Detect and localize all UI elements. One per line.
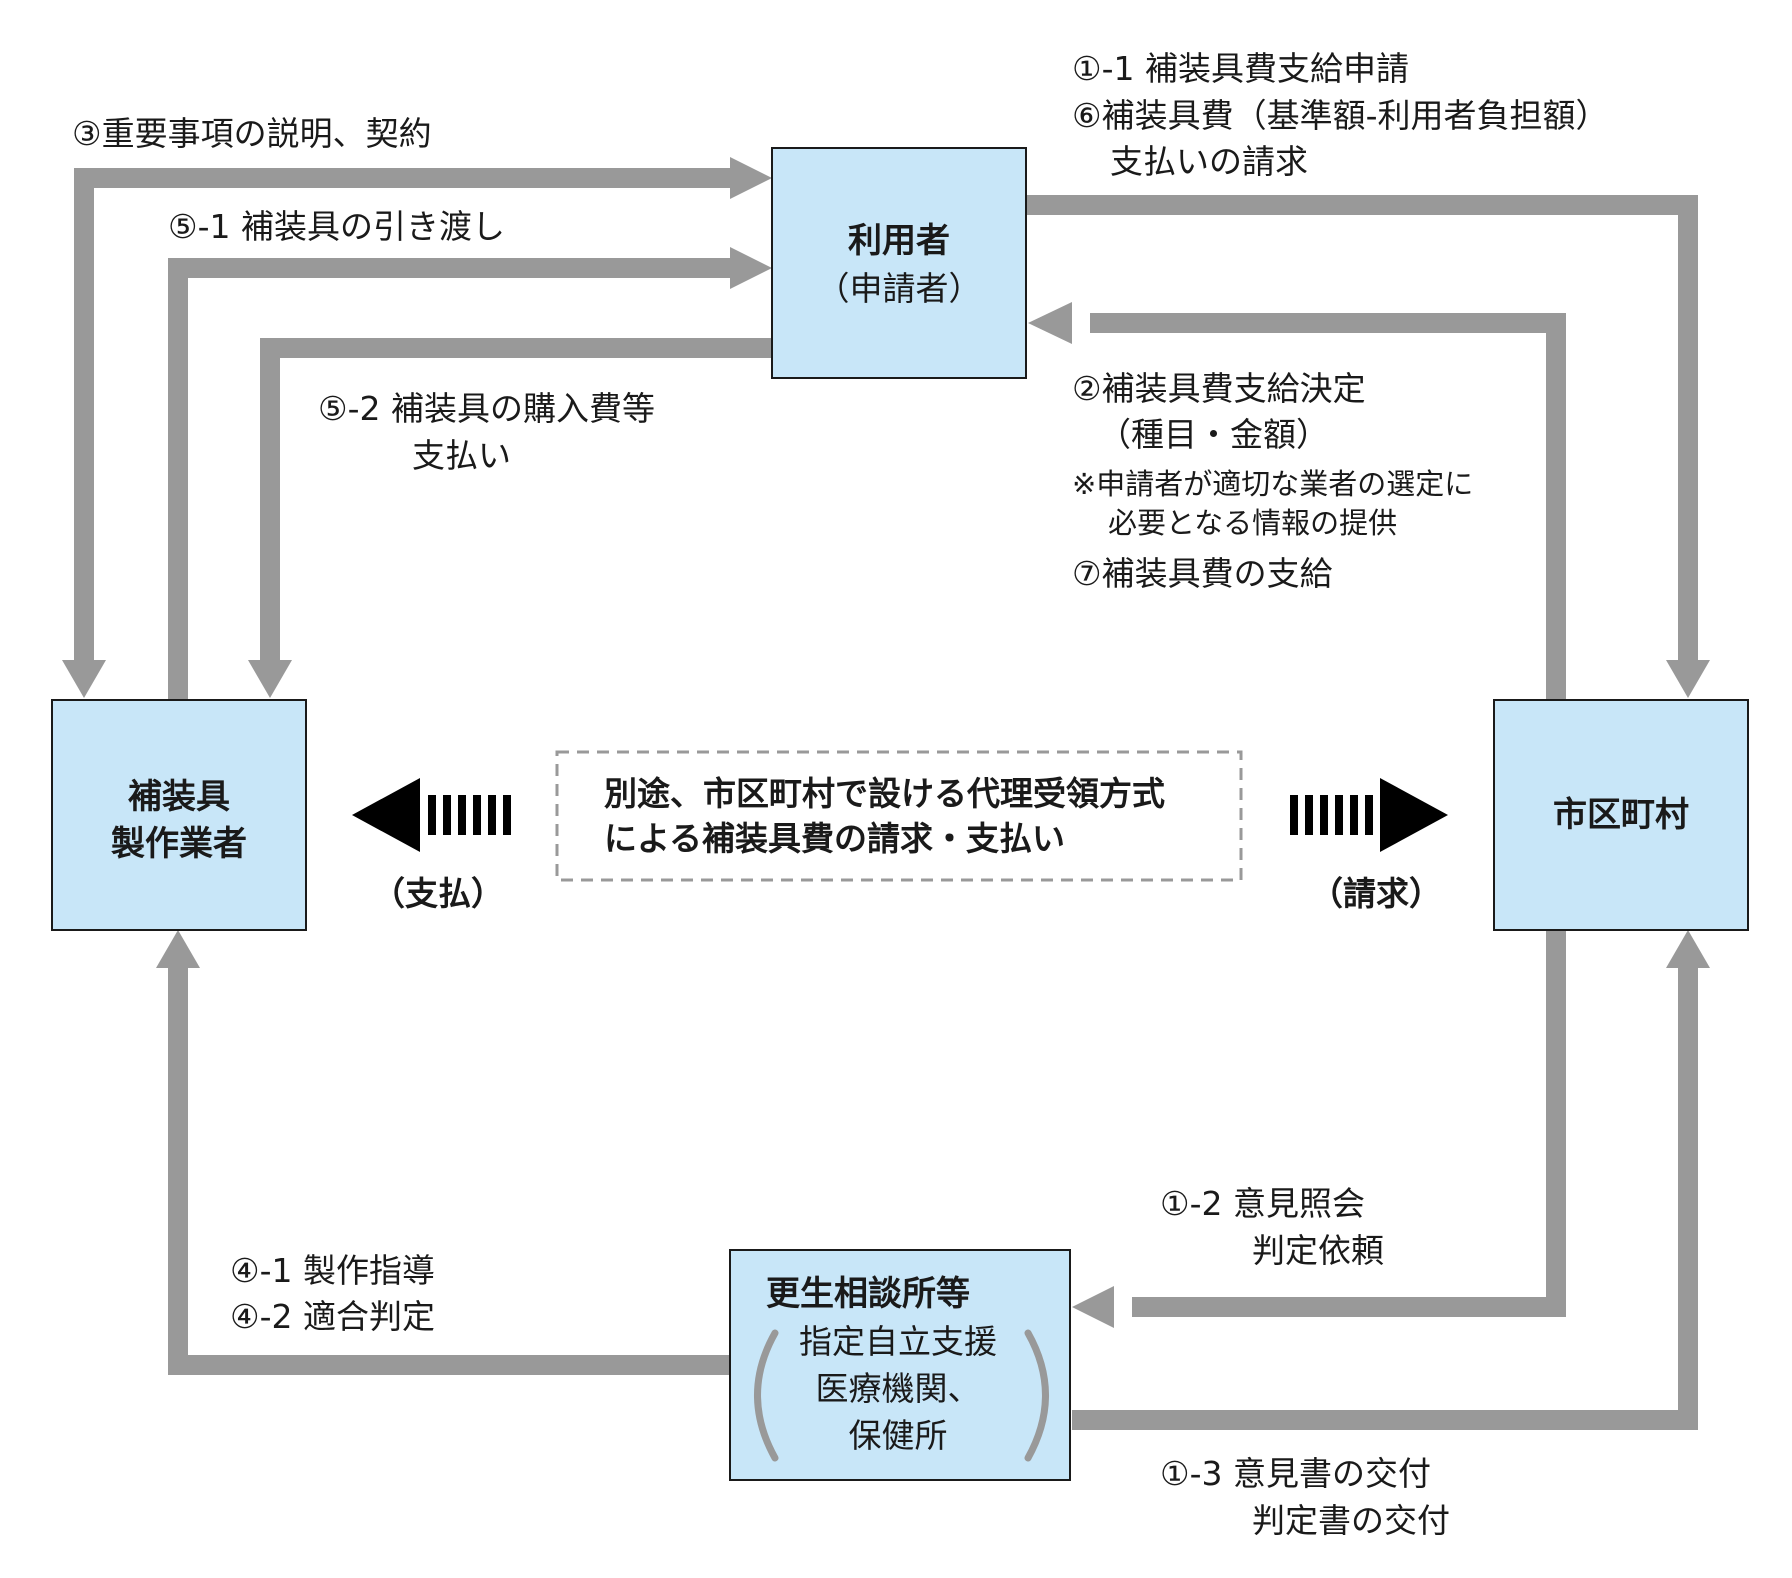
label-billing-1: ⑥補装具費（基準額-利用者負担額）: [1072, 96, 1609, 135]
left-paren: [754, 1329, 779, 1462]
proxy-note: 別途、市区町村で設ける代理受領方式 による補装具費の請求・支払い: [555, 750, 1243, 882]
label-note-2: 必要となる情報の提供: [1108, 506, 1397, 540]
maker-title-1: 補装具: [128, 777, 230, 817]
label-handover: ⑤-1 補装具の引き渡し: [168, 207, 505, 246]
arrow-inquiry: [1132, 930, 1566, 1317]
label-billing-2: 支払いの請求: [1110, 142, 1308, 181]
user-title: 利用者: [848, 221, 950, 261]
arrow-guidance: [168, 965, 730, 1375]
arrow-application: [1026, 195, 1698, 665]
center-sub-3: 保健所: [849, 1416, 948, 1455]
arrow-decision: [1090, 313, 1566, 700]
pay-label: （支払）: [372, 874, 504, 913]
label-application: ①-1 補装具費支給申請: [1072, 49, 1409, 88]
arrowhead-to-center: [1072, 1286, 1114, 1328]
label-decision-2: （種目・金額）: [1098, 415, 1329, 454]
arrowheads: [62, 157, 1710, 1328]
arrowhead-to-maker-1: [62, 660, 106, 698]
arrow-handover: [168, 258, 730, 700]
label-inquiry-1: ①-2 意見照会: [1160, 1184, 1365, 1223]
arrowhead-to-maker-3: [156, 930, 200, 968]
arrowhead-to-user-2: [730, 247, 772, 289]
proxy-arrow-right: [1290, 778, 1448, 852]
right-paren: [1024, 1329, 1049, 1462]
label-guidance: ④-1 製作指導: [230, 1251, 435, 1290]
node-city: 市区町村: [1493, 699, 1749, 931]
user-sub: （申請者）: [817, 269, 982, 308]
arrowhead-to-city-1: [1666, 660, 1710, 698]
arrow-opinion: [1072, 965, 1698, 1430]
arrow-payment: [260, 338, 772, 665]
proxy-line-1: 別途、市区町村で設ける代理受領方式: [604, 774, 1165, 813]
label-inquiry-2: 判定依頼: [1252, 1231, 1384, 1270]
arrowhead-to-maker-2: [248, 660, 292, 698]
label-opinion-1: ①-3 意見書の交付: [1160, 1454, 1431, 1493]
label-decision-1: ②補装具費支給決定: [1072, 369, 1366, 408]
arrow-contract: [74, 168, 730, 665]
label-opinion-2: 判定書の交付: [1252, 1501, 1450, 1540]
claim-label: （請求）: [1310, 874, 1442, 913]
proxy-arrow-left: [352, 778, 511, 852]
connector-arrows: [74, 168, 1698, 1430]
label-fitting: ④-2 適合判定: [230, 1297, 435, 1336]
proxy-line-2: による補装具費の請求・支払い: [604, 819, 1065, 858]
arrowhead-to-user-3: [1028, 302, 1072, 344]
maker-title-2: 製作業者: [111, 824, 247, 864]
city-title: 市区町村: [1553, 795, 1689, 835]
label-note-1: ※申請者が適切な業者の選定に: [1072, 467, 1473, 501]
label-purchase-1: ⑤-2 補装具の購入費等: [318, 389, 655, 428]
label-payment: ⑦補装具費の支給: [1072, 554, 1333, 593]
center-title: 更生相談所等: [766, 1274, 970, 1314]
center-sub-1: 指定自立支援: [799, 1322, 997, 1361]
arrowhead-to-city-2: [1666, 930, 1710, 968]
center-sub-2: 医療機関、: [816, 1369, 981, 1408]
node-user: 利用者 （申請者）: [771, 147, 1027, 379]
node-maker: 補装具 製作業者: [51, 699, 307, 931]
label-purchase-2: 支払い: [412, 436, 511, 475]
arrowhead-to-user-1: [730, 157, 772, 199]
node-center: 更生相談所等 指定自立支援 医療機関、 保健所: [729, 1249, 1071, 1481]
label-contract: ③重要事項の説明、契約: [72, 114, 432, 153]
